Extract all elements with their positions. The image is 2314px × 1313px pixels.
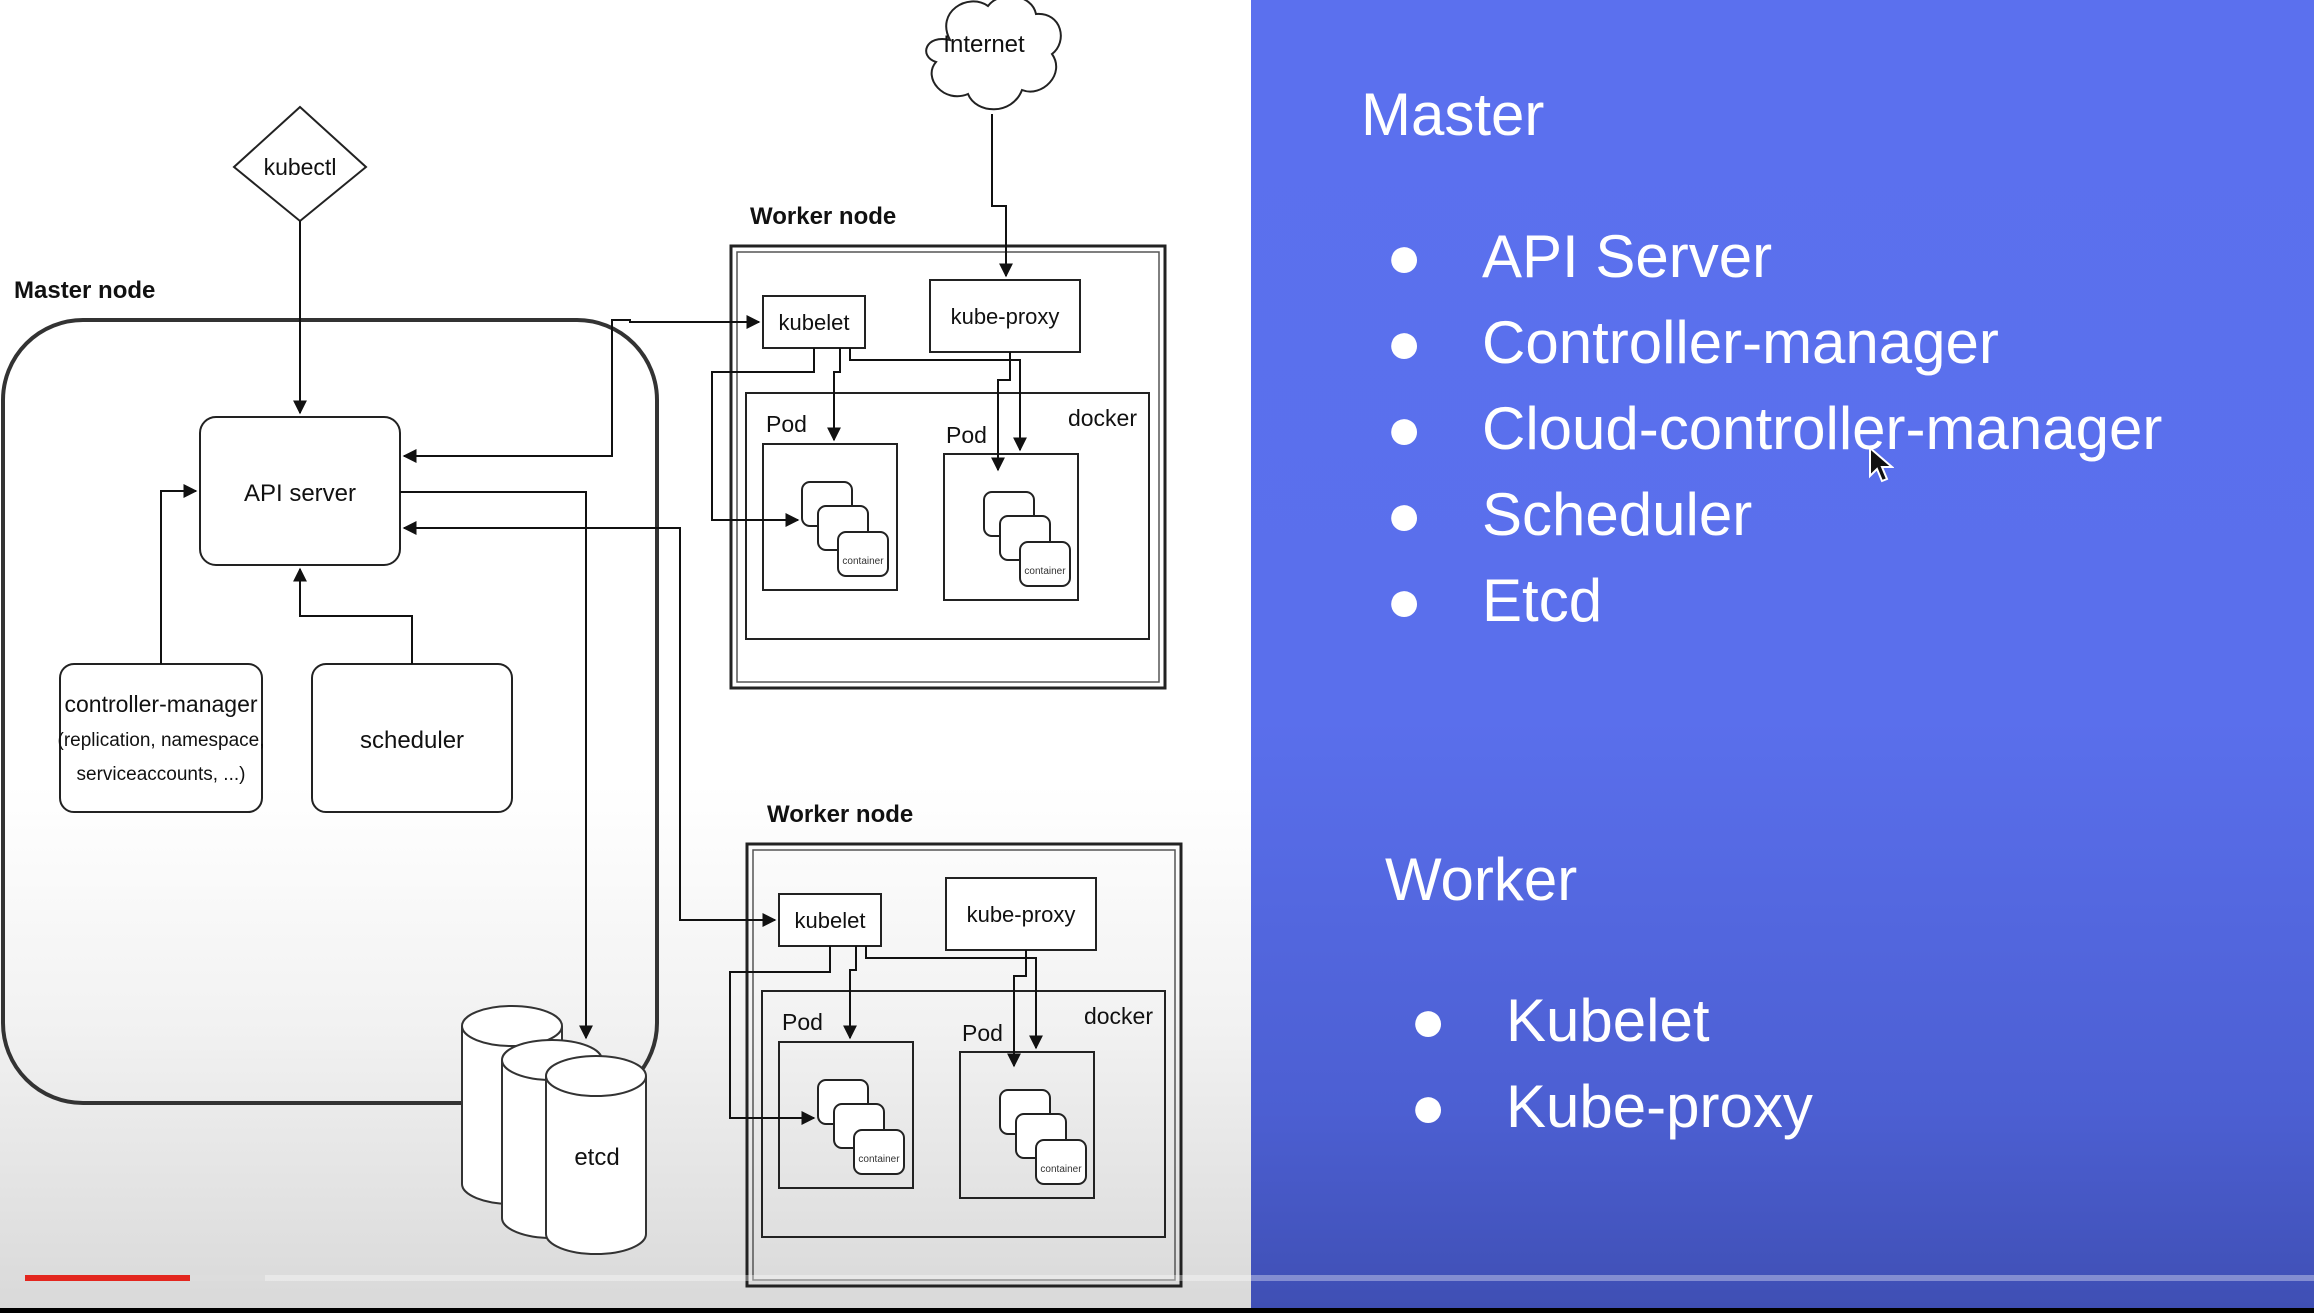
worker-1-kubelet-box: kubelet bbox=[762, 295, 866, 349]
kubectl-diamond: kubectl bbox=[232, 105, 368, 223]
architecture-diagram-panel: Internet kubectl Master node API server … bbox=[0, 0, 1251, 1308]
master-list-item-text: Scheduler bbox=[1482, 481, 1753, 548]
controller-manager-line2: (replication, namespace, bbox=[58, 730, 265, 751]
master-list-item-text: API Server bbox=[1482, 223, 1773, 290]
worker-1-docker-box: docker bbox=[745, 392, 1150, 640]
api-server-box: API server bbox=[199, 416, 401, 566]
bullet-icon: ● bbox=[1386, 309, 1423, 376]
worker-2-pod-1-container-label: container bbox=[858, 1154, 900, 1165]
worker-2-pod-1 bbox=[778, 1041, 914, 1189]
controller-manager-line3: serviceaccounts, ...) bbox=[77, 764, 246, 785]
worker-heading: Worker bbox=[1385, 846, 1578, 913]
worker-1-kube-proxy-label: kube-proxy bbox=[951, 304, 1060, 329]
api-server-label: API server bbox=[244, 480, 356, 507]
kubectl-label: kubectl bbox=[264, 154, 337, 180]
kubernetes-architecture-diagram: Internet kubectl Master node API server … bbox=[1, 0, 1183, 1288]
mouse-pointer-icon bbox=[1869, 446, 1894, 483]
worker-1-docker-label: docker bbox=[1068, 405, 1137, 431]
worker-1-pod-1 bbox=[762, 443, 898, 591]
worker-2-pod-2-container-label: container bbox=[1040, 1164, 1082, 1175]
worker-2-docker-label: docker bbox=[1084, 1003, 1153, 1029]
worker-node-2-title: Worker node bbox=[767, 801, 913, 828]
worker-1-pod-2-container-label: container bbox=[1024, 566, 1066, 577]
master-list-item-text: Etcd bbox=[1482, 567, 1603, 634]
internet-label: Internet bbox=[943, 31, 1025, 58]
worker-2-kube-proxy-label: kube-proxy bbox=[967, 902, 1076, 927]
worker-1-pod-1-container-label: container bbox=[842, 556, 884, 567]
worker-2-kubelet-label: kubelet bbox=[795, 908, 866, 933]
worker-node-1-title: Worker node bbox=[750, 203, 896, 230]
worker-1-pod-2-label: Pod bbox=[946, 422, 987, 448]
controller-manager-box: controller-manager (replication, namespa… bbox=[58, 663, 265, 813]
worker-1-kubelet-label: kubelet bbox=[779, 310, 850, 335]
master-node-label: Master node bbox=[14, 277, 155, 304]
worker-1-pod-2-containers: container bbox=[983, 491, 1071, 587]
worker-list-item-text: Kubelet bbox=[1506, 987, 1710, 1054]
worker-2-pod-2-containers: container bbox=[999, 1089, 1087, 1185]
master-list-item-text: Cloud-controller-manager bbox=[1482, 395, 2163, 462]
worker-2-docker-box: docker bbox=[761, 990, 1166, 1238]
worker-2-kubelet-box: kubelet bbox=[778, 893, 882, 947]
bullet-icon: ● bbox=[1410, 987, 1447, 1054]
etcd-database: etcd bbox=[461, 1005, 647, 1255]
bullet-icon: ● bbox=[1386, 567, 1423, 634]
worker-1-kube-proxy-box: kube-proxy bbox=[929, 279, 1081, 353]
internet-cloud: Internet bbox=[925, 0, 1062, 111]
worker-2-pod-1-containers: container bbox=[817, 1079, 905, 1175]
worker-2-kube-proxy-box: kube-proxy bbox=[945, 877, 1097, 951]
worker-1-pod-2 bbox=[943, 453, 1079, 601]
master-list-item-text: Controller-manager bbox=[1482, 309, 1999, 376]
bullet-icon: ● bbox=[1386, 481, 1423, 548]
controller-manager-title: controller-manager bbox=[64, 691, 257, 717]
video-progress-track[interactable] bbox=[25, 1275, 2314, 1281]
worker-2-pod-2 bbox=[959, 1051, 1095, 1199]
video-progress-played[interactable] bbox=[25, 1275, 190, 1281]
worker-list-item-text: Kube-proxy bbox=[1506, 1073, 1813, 1140]
bullet-icon: ● bbox=[1386, 395, 1423, 462]
bullet-icon: ● bbox=[1386, 223, 1423, 290]
worker-1-pod-1-label: Pod bbox=[766, 411, 807, 437]
worker-2-pod-2-label: Pod bbox=[962, 1020, 1003, 1046]
worker-node-1: Worker node kubelet kube-proxy docker Po… bbox=[729, 203, 1167, 690]
worker-2-pod-1-label: Pod bbox=[782, 1009, 823, 1035]
scheduler-label: scheduler bbox=[360, 727, 464, 754]
slide-panel: Master ● API Server ● Controller-manager… bbox=[1251, 0, 2314, 1308]
diagram-connectors bbox=[160, 114, 1043, 1125]
master-heading: Master bbox=[1361, 81, 1545, 148]
worker-node-2: Worker node kubelet kube-proxy docker Po… bbox=[745, 801, 1183, 1288]
scheduler-box: scheduler bbox=[311, 663, 513, 813]
etcd-label: etcd bbox=[574, 1144, 619, 1171]
bullet-icon: ● bbox=[1410, 1073, 1447, 1140]
worker-1-pod-1-containers: container bbox=[801, 481, 889, 577]
